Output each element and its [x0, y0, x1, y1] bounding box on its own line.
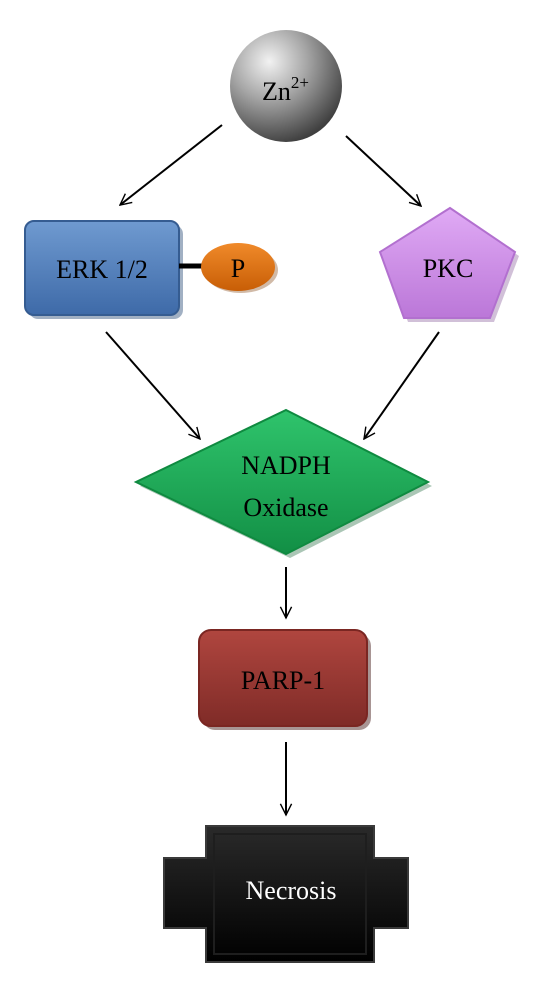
necrosis-label: Necrosis [246, 876, 337, 905]
zinc-superscript: 2+ [291, 73, 309, 92]
pkc-pentagon [378, 206, 517, 319]
zinc-label: Zn2+ [262, 73, 309, 106]
arrows [105, 124, 440, 815]
arrow-zinc-to-erk [120, 124, 223, 205]
arrow-zinc-to-pkc [345, 135, 421, 206]
nadph-label-line1: NADPH [241, 451, 331, 480]
parp-box [198, 629, 368, 727]
phospho-label: P [231, 254, 245, 283]
zinc-node: Zn2+ [230, 30, 342, 142]
necrosis-node: Necrosis [163, 825, 409, 963]
pkc-label: PKC [423, 254, 474, 283]
parp-label: PARP-1 [241, 666, 325, 695]
phospho-ellipse [201, 243, 275, 291]
erk-node: ERK 1/2 [24, 220, 183, 319]
arrow-erk-to-nadph [105, 331, 200, 439]
erk-label: ERK 1/2 [56, 255, 148, 284]
zinc-sphere [230, 30, 342, 142]
necrosis-plaque [163, 825, 409, 963]
parp-node: PARP-1 [198, 629, 371, 730]
zinc-base: Zn [262, 77, 291, 106]
phospho-node: P [201, 243, 278, 293]
nadph-label-line2: Oxidase [243, 493, 328, 522]
pkc-node: PKC [378, 206, 519, 322]
nadph-node: NADPH Oxidase [133, 408, 432, 558]
nadph-diamond [133, 408, 431, 556]
arrow-pkc-to-nadph [364, 331, 440, 439]
